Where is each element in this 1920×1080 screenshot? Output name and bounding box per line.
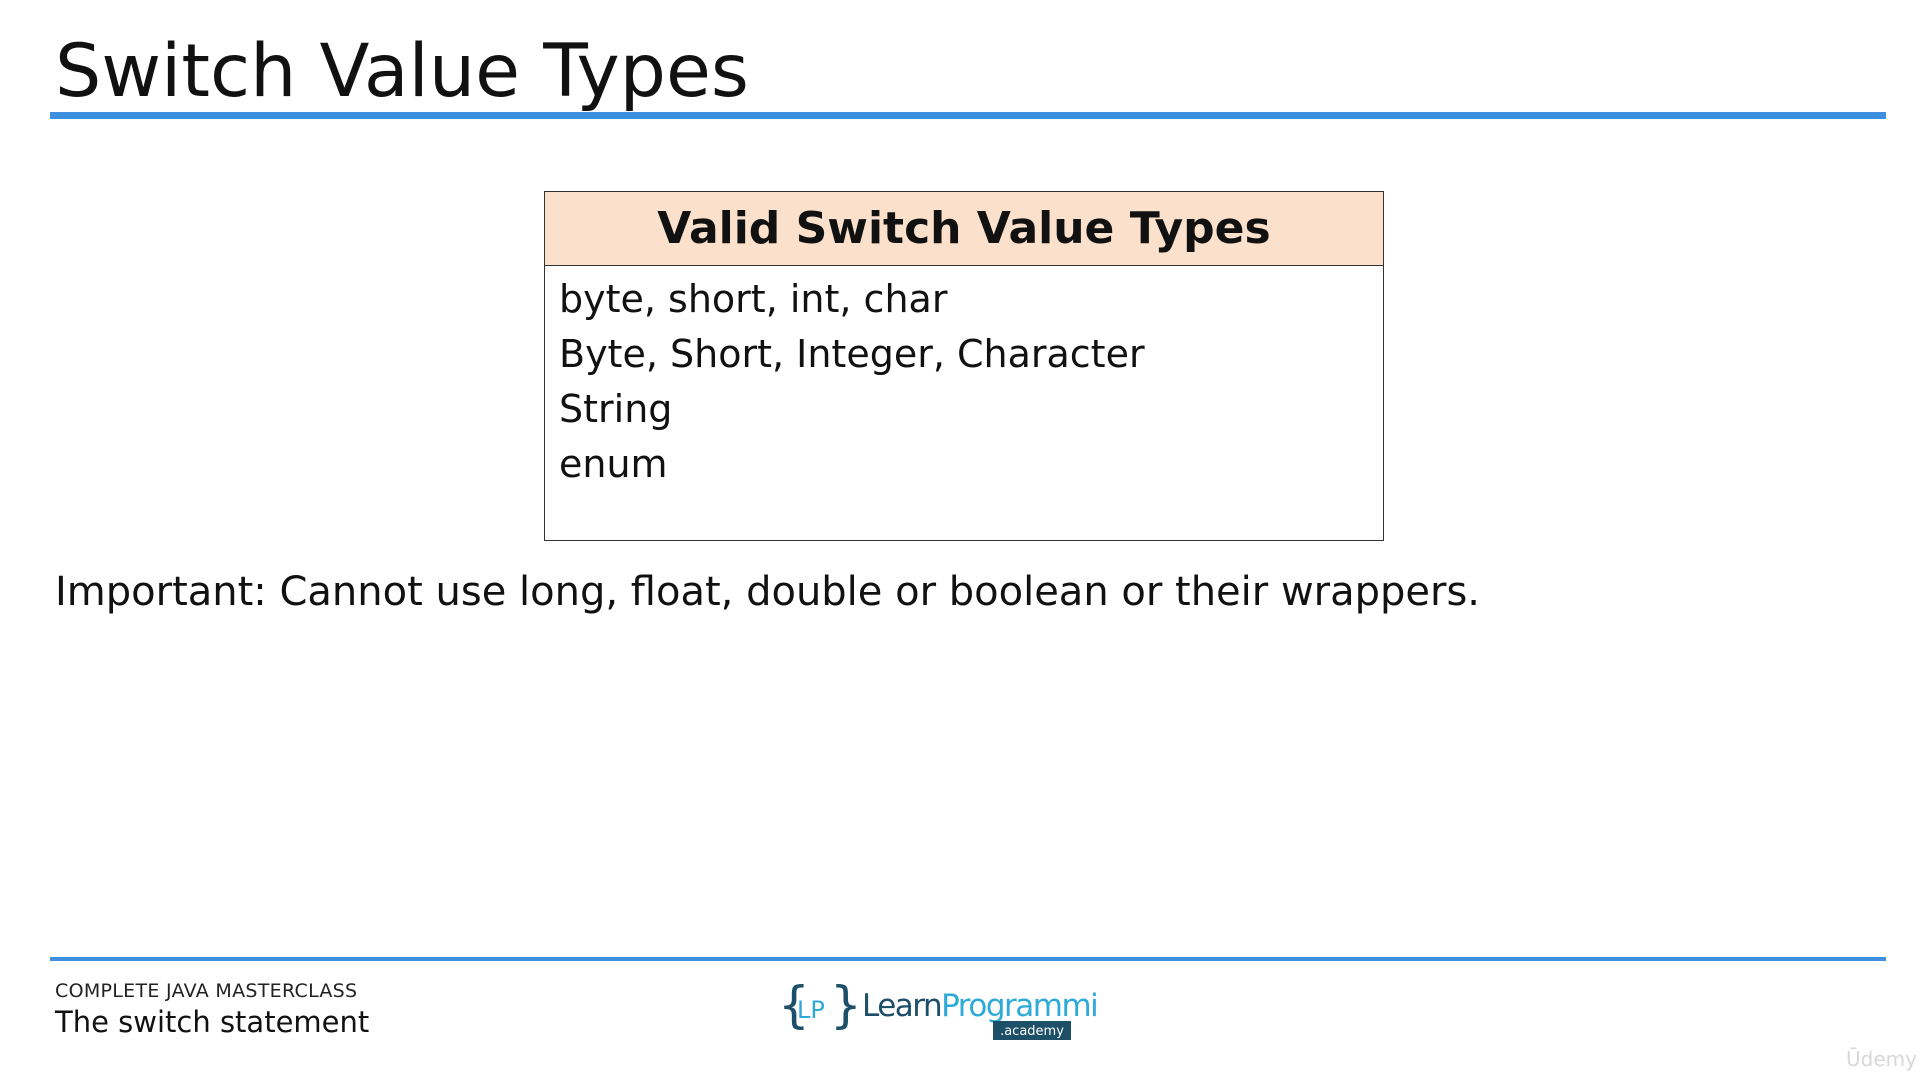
course-name: COMPLETE JAVA MASTERCLASS <box>55 980 358 1002</box>
valid-types-table: Valid Switch Value Types byte, short, in… <box>544 191 1384 541</box>
lecture-name: The switch statement <box>55 1005 370 1039</box>
logo-name: LearnProgramming <box>862 988 1098 1024</box>
logo-brace-right: } <box>830 978 862 1034</box>
title-underline <box>50 112 1886 119</box>
list-item: Byte, Short, Integer, Character <box>559 332 1145 376</box>
footer-divider <box>50 957 1886 961</box>
table-header: Valid Switch Value Types <box>545 192 1383 266</box>
udemy-watermark: Ūdemy <box>1846 1047 1917 1071</box>
slide-title: Switch Value Types <box>55 29 749 114</box>
important-note: Important: Cannot use long, float, doubl… <box>55 569 1480 615</box>
list-item: String <box>559 387 673 431</box>
logo-name-programming: Programming <box>941 988 1098 1024</box>
logo-brace-left: { <box>778 978 810 1034</box>
learn-programming-logo: { LP } LearnProgramming .academy <box>778 978 1098 1040</box>
types-list: byte, short, int, char Byte, Short, Inte… <box>545 266 1383 492</box>
logo-name-learn: Learn <box>862 988 941 1024</box>
logo-subtitle: .academy <box>1000 1024 1064 1039</box>
list-item: byte, short, int, char <box>559 277 948 321</box>
logo-subtitle-bg <box>993 1021 1071 1040</box>
logo-initials: LP <box>797 996 825 1024</box>
list-item: enum <box>559 442 668 486</box>
